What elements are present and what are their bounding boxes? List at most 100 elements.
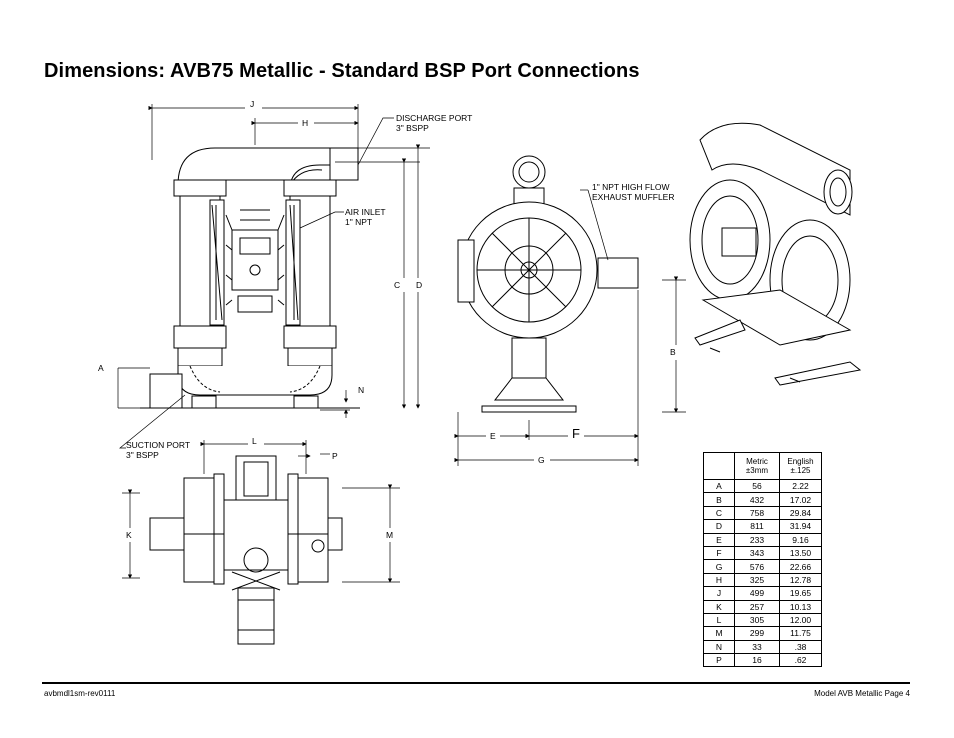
suction-port-callout: SUCTION PORT 3" BSPP — [126, 440, 190, 460]
row-metric: 56 — [734, 478, 780, 494]
side-view-dimensions — [454, 189, 686, 466]
top-view-drawing — [149, 455, 343, 645]
row-dim: G — [703, 559, 735, 574]
table-header-english: English ±.125 — [779, 452, 822, 480]
dim-letter-a: A — [98, 363, 104, 373]
row-english: 22.66 — [779, 559, 822, 574]
exhaust-muffler-callout: 1" NPT HIGH FLOW EXHAUST MUFFLER — [592, 182, 675, 202]
exhaust-muffler-line2: EXHAUST MUFFLER — [592, 192, 675, 202]
dim-letter-n: N — [358, 385, 365, 395]
dim-letter-p: P — [332, 451, 338, 461]
row-metric: 16 — [734, 653, 780, 668]
row-dim: E — [703, 532, 735, 547]
isometric-view-drawing — [689, 122, 862, 386]
table-header-metric: Metric ±3mm — [734, 452, 780, 480]
row-english: 9.16 — [779, 532, 822, 547]
row-english: 19.65 — [779, 586, 822, 601]
suction-port-line2: 3" BSPP — [126, 450, 159, 460]
suction-port-line1: SUCTION PORT — [126, 440, 191, 450]
dim-letter-f: F — [572, 426, 580, 441]
row-metric: 325 — [734, 572, 780, 588]
air-inlet-line1: AIR INLET — [345, 207, 386, 217]
row-english: .62 — [779, 653, 822, 668]
footer-page-label: Model AVB Metallic Page 4 — [814, 689, 910, 698]
row-metric: 576 — [734, 559, 780, 574]
footer-divider — [42, 682, 910, 684]
row-dim: A — [703, 478, 735, 494]
english-header-tolerance: ±.125 — [790, 466, 811, 475]
front-view-dimensions — [117, 104, 430, 449]
row-english: 13.50 — [779, 545, 822, 561]
row-metric: 305 — [734, 612, 780, 628]
row-dim: B — [703, 492, 735, 507]
row-dim: F — [703, 545, 735, 561]
row-metric: 758 — [734, 505, 780, 521]
top-view-dimensions — [122, 440, 400, 583]
row-dim: M — [703, 626, 735, 641]
page-title: Dimensions: AVB75 Metallic - Standard BS… — [44, 60, 640, 82]
row-dim: J — [703, 586, 735, 601]
discharge-port-line2: 3" BSPP — [396, 123, 429, 133]
dim-letter-h: H — [302, 118, 309, 128]
dim-letter-c: C — [394, 280, 401, 290]
row-metric: 33 — [734, 639, 780, 655]
row-dim: L — [703, 612, 735, 628]
row-dim: C — [703, 505, 735, 521]
row-metric: 343 — [734, 545, 780, 561]
metric-header-label: Metric — [746, 457, 768, 466]
row-english: 12.00 — [779, 612, 822, 628]
discharge-port-line1: DISCHARGE PORT — [396, 113, 473, 123]
exhaust-muffler-line1: 1" NPT HIGH FLOW — [592, 182, 670, 192]
dim-letter-m: M — [386, 530, 394, 540]
dim-letter-l: L — [252, 436, 257, 446]
air-inlet-line2: 1" NPT — [345, 217, 373, 227]
dim-letter-j: J — [250, 99, 255, 109]
row-dim: H — [703, 572, 735, 588]
row-english: .38 — [779, 639, 822, 655]
side-view-drawing — [457, 155, 639, 413]
row-metric: 257 — [734, 599, 780, 614]
row-dim: D — [703, 519, 735, 534]
row-metric: 432 — [734, 492, 780, 507]
row-english: 11.75 — [779, 626, 822, 641]
row-english: 12.78 — [779, 572, 822, 588]
front-view-drawing — [140, 147, 360, 409]
row-english: 31.94 — [779, 519, 822, 534]
row-dim: N — [703, 639, 735, 655]
row-metric: 299 — [734, 626, 780, 641]
row-english: 17.02 — [779, 492, 822, 507]
table-header-blank — [703, 452, 735, 480]
row-metric: 499 — [734, 586, 780, 601]
dim-letter-b: B — [670, 347, 676, 357]
dim-letter-k: K — [126, 530, 132, 540]
dim-letter-e: E — [490, 431, 496, 441]
row-metric: 233 — [734, 532, 780, 547]
row-dim: P — [703, 653, 735, 668]
row-dim: K — [703, 599, 735, 614]
row-english: 10.13 — [779, 599, 822, 614]
footer-document-code: avbmdl1sm-rev0111 — [44, 689, 116, 698]
dim-letter-g: G — [538, 455, 545, 465]
english-header-label: English — [787, 457, 814, 466]
table-header-row: Metric ±3mm English ±.125 — [703, 452, 822, 480]
row-english: 2.22 — [779, 478, 822, 494]
discharge-port-callout: DISCHARGE PORT 3" BSPP — [396, 113, 472, 133]
metric-header-tolerance: ±3mm — [745, 466, 769, 475]
air-inlet-callout: AIR INLET 1" NPT — [345, 207, 386, 227]
